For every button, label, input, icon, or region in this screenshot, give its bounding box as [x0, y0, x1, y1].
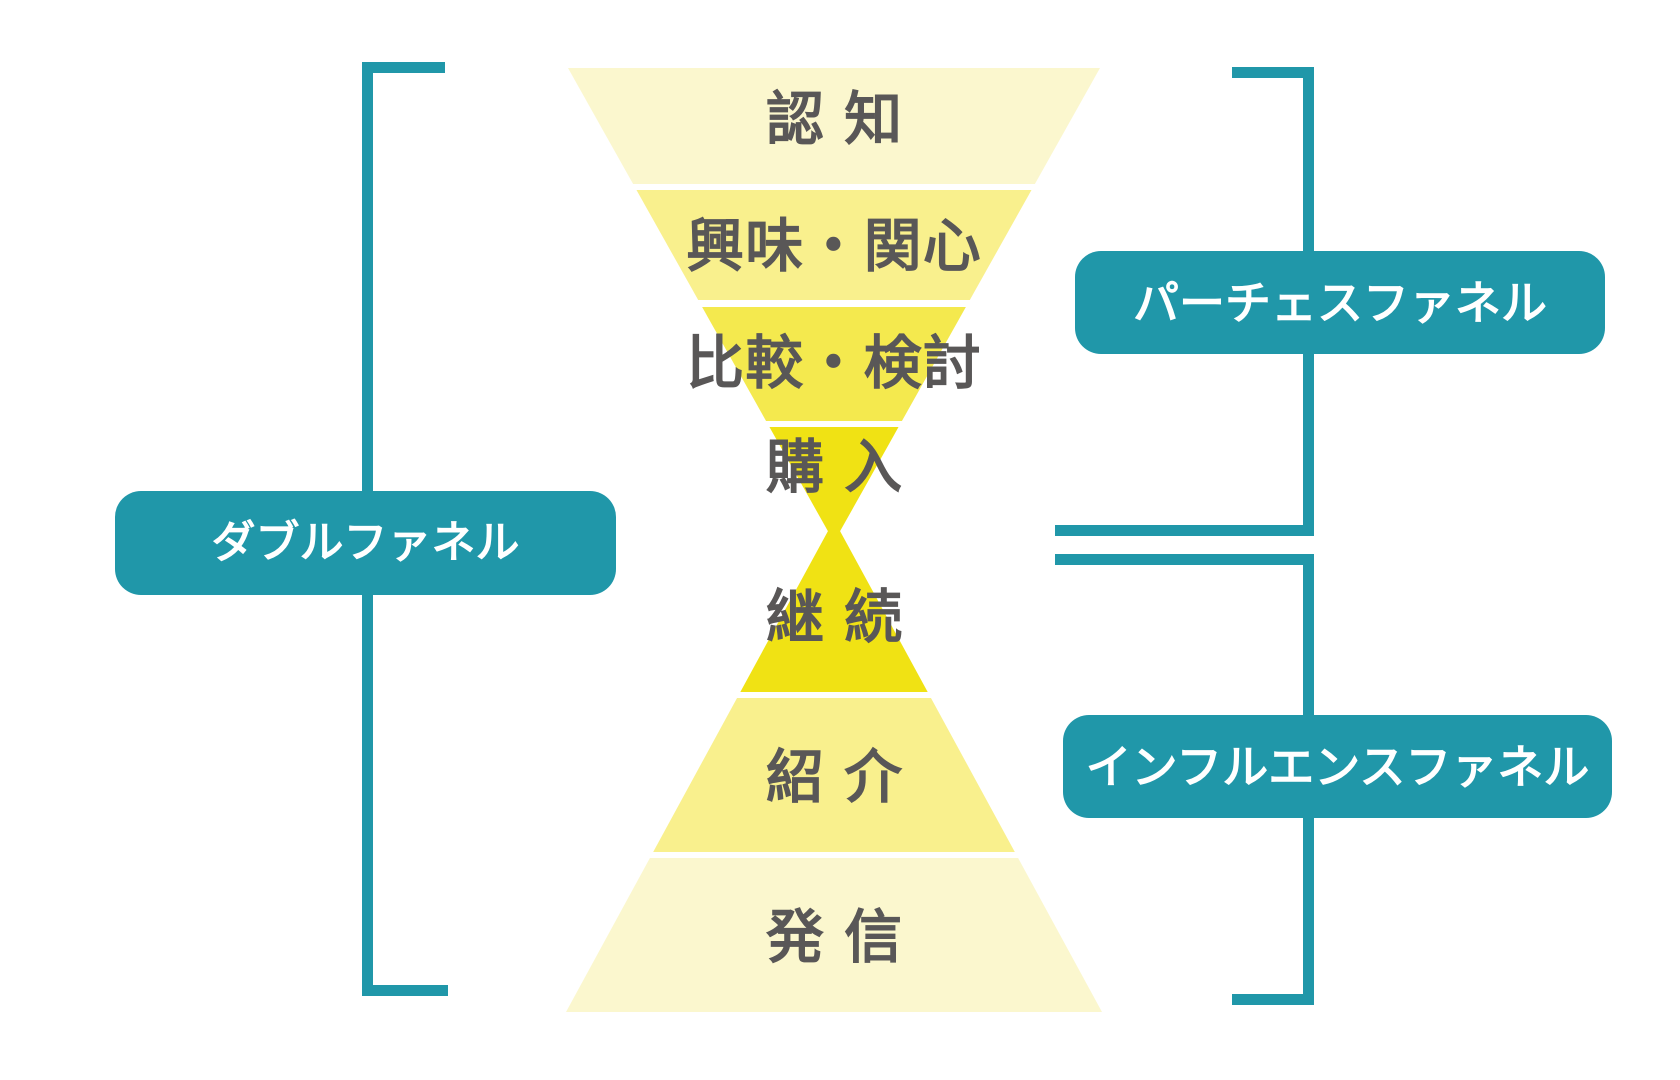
tag-purchase-funnel-label: パーチェスファネル	[1133, 276, 1547, 329]
tag-influence-funnel-label: インフルエンスファネル	[1085, 740, 1590, 793]
stage-label-broadcast: 発信	[765, 905, 923, 970]
stage-band-awareness	[568, 68, 1100, 184]
influence-bracket-top-arm	[1055, 554, 1314, 565]
stage-label-purchase: 購入	[765, 435, 923, 500]
purchase-bracket-top-arm	[1232, 67, 1314, 78]
stage-label-awareness: 認知	[765, 87, 923, 152]
influence-bracket-bottom-arm	[1232, 994, 1314, 1005]
purchase-bracket-bottom-arm	[1055, 525, 1314, 536]
tag-double-funnel: ダブルファネル	[115, 491, 616, 595]
stage-band-broadcast	[566, 858, 1102, 1012]
tag-influence-funnel: インフルエンスファネル	[1063, 715, 1612, 818]
stage-label-interest: 興味・関心	[686, 214, 982, 279]
stage-label-retention: 継続	[765, 585, 923, 650]
stage-label-comparison: 比較・検討	[686, 331, 982, 396]
left-bracket-top-arm	[362, 62, 445, 73]
stage-label-referral: 紹介	[765, 745, 923, 810]
tag-purchase-funnel: パーチェスファネル	[1075, 251, 1605, 354]
tag-double-funnel-label: ダブルファネル	[211, 518, 520, 567]
left-bracket-bottom-arm	[362, 985, 448, 996]
